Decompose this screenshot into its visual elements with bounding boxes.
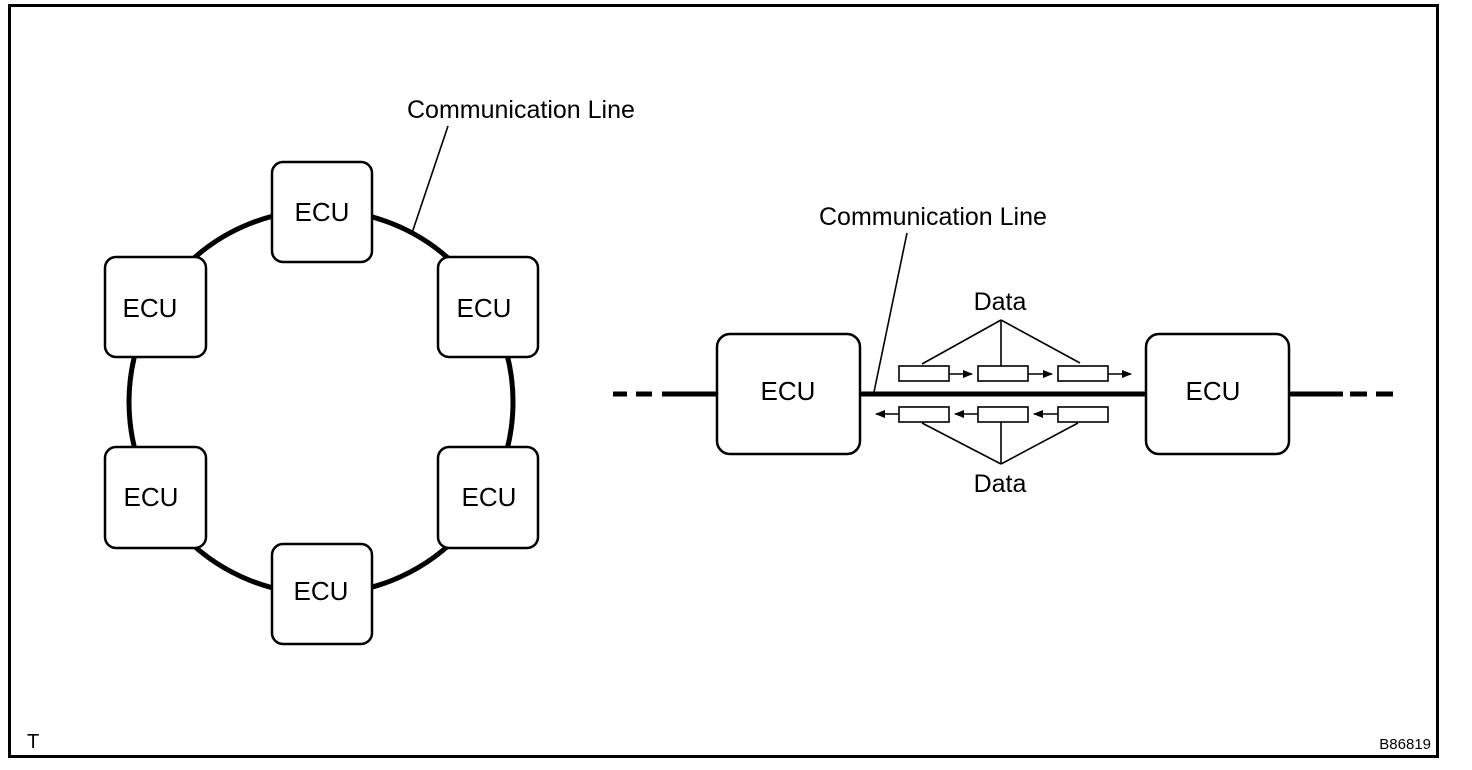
ring-caption-leader <box>411 125 449 234</box>
lower-data-leader <box>921 422 1002 465</box>
ring-ecu-top: ECU <box>270 160 374 264</box>
lower-data-packet <box>1057 406 1109 423</box>
bus-communication-line-label: Communication Line <box>819 203 1047 231</box>
upper-data-label: Data <box>974 288 1027 316</box>
ecu-label: ECU <box>1186 376 1241 406</box>
ecu-label: ECU <box>462 482 517 512</box>
lower-data-group: Data <box>875 406 1109 498</box>
figure-code: B86819 <box>1379 736 1431 753</box>
ecu-label: ECU <box>124 482 179 512</box>
upper-data-leader <box>921 319 1002 365</box>
bus-network: ECU ECU Communication Line Data <box>613 203 1393 498</box>
lower-data-label: Data <box>974 470 1027 498</box>
lower-data-leader <box>1000 422 1079 465</box>
ring-ecu-upper-right: ECU <box>436 255 540 359</box>
ecu-label: ECU <box>123 293 178 323</box>
lower-data-packet <box>898 406 950 423</box>
ecu-label: ECU <box>295 197 350 227</box>
ring-ecu-lower-right: ECU <box>436 445 540 550</box>
bus-caption-leader <box>873 232 908 393</box>
bus-ecu-left: ECU <box>715 332 862 456</box>
ring-ecu-upper-left: ECU <box>103 255 208 359</box>
lower-data-packet <box>977 406 1029 423</box>
upper-data-group: Data <box>898 288 1132 382</box>
ring-ecu-bottom: ECU <box>270 542 374 646</box>
ring-ecu-lower-left: ECU <box>103 445 208 550</box>
corner-mark: T <box>27 731 39 753</box>
upper-data-packet <box>1057 365 1109 382</box>
upper-data-packet <box>977 365 1029 382</box>
upper-data-leader <box>1000 319 1081 364</box>
figure-frame <box>8 4 1439 758</box>
upper-data-packet <box>898 365 950 382</box>
ring-communication-line-label: Communication Line <box>407 96 635 124</box>
ecu-label: ECU <box>457 293 512 323</box>
bus-ecu-right: ECU <box>1144 332 1291 456</box>
ecu-label: ECU <box>761 376 816 406</box>
ring-network: ECU ECU ECU ECU ECU ECU Communication Li… <box>103 96 635 646</box>
ecu-label: ECU <box>294 576 349 606</box>
